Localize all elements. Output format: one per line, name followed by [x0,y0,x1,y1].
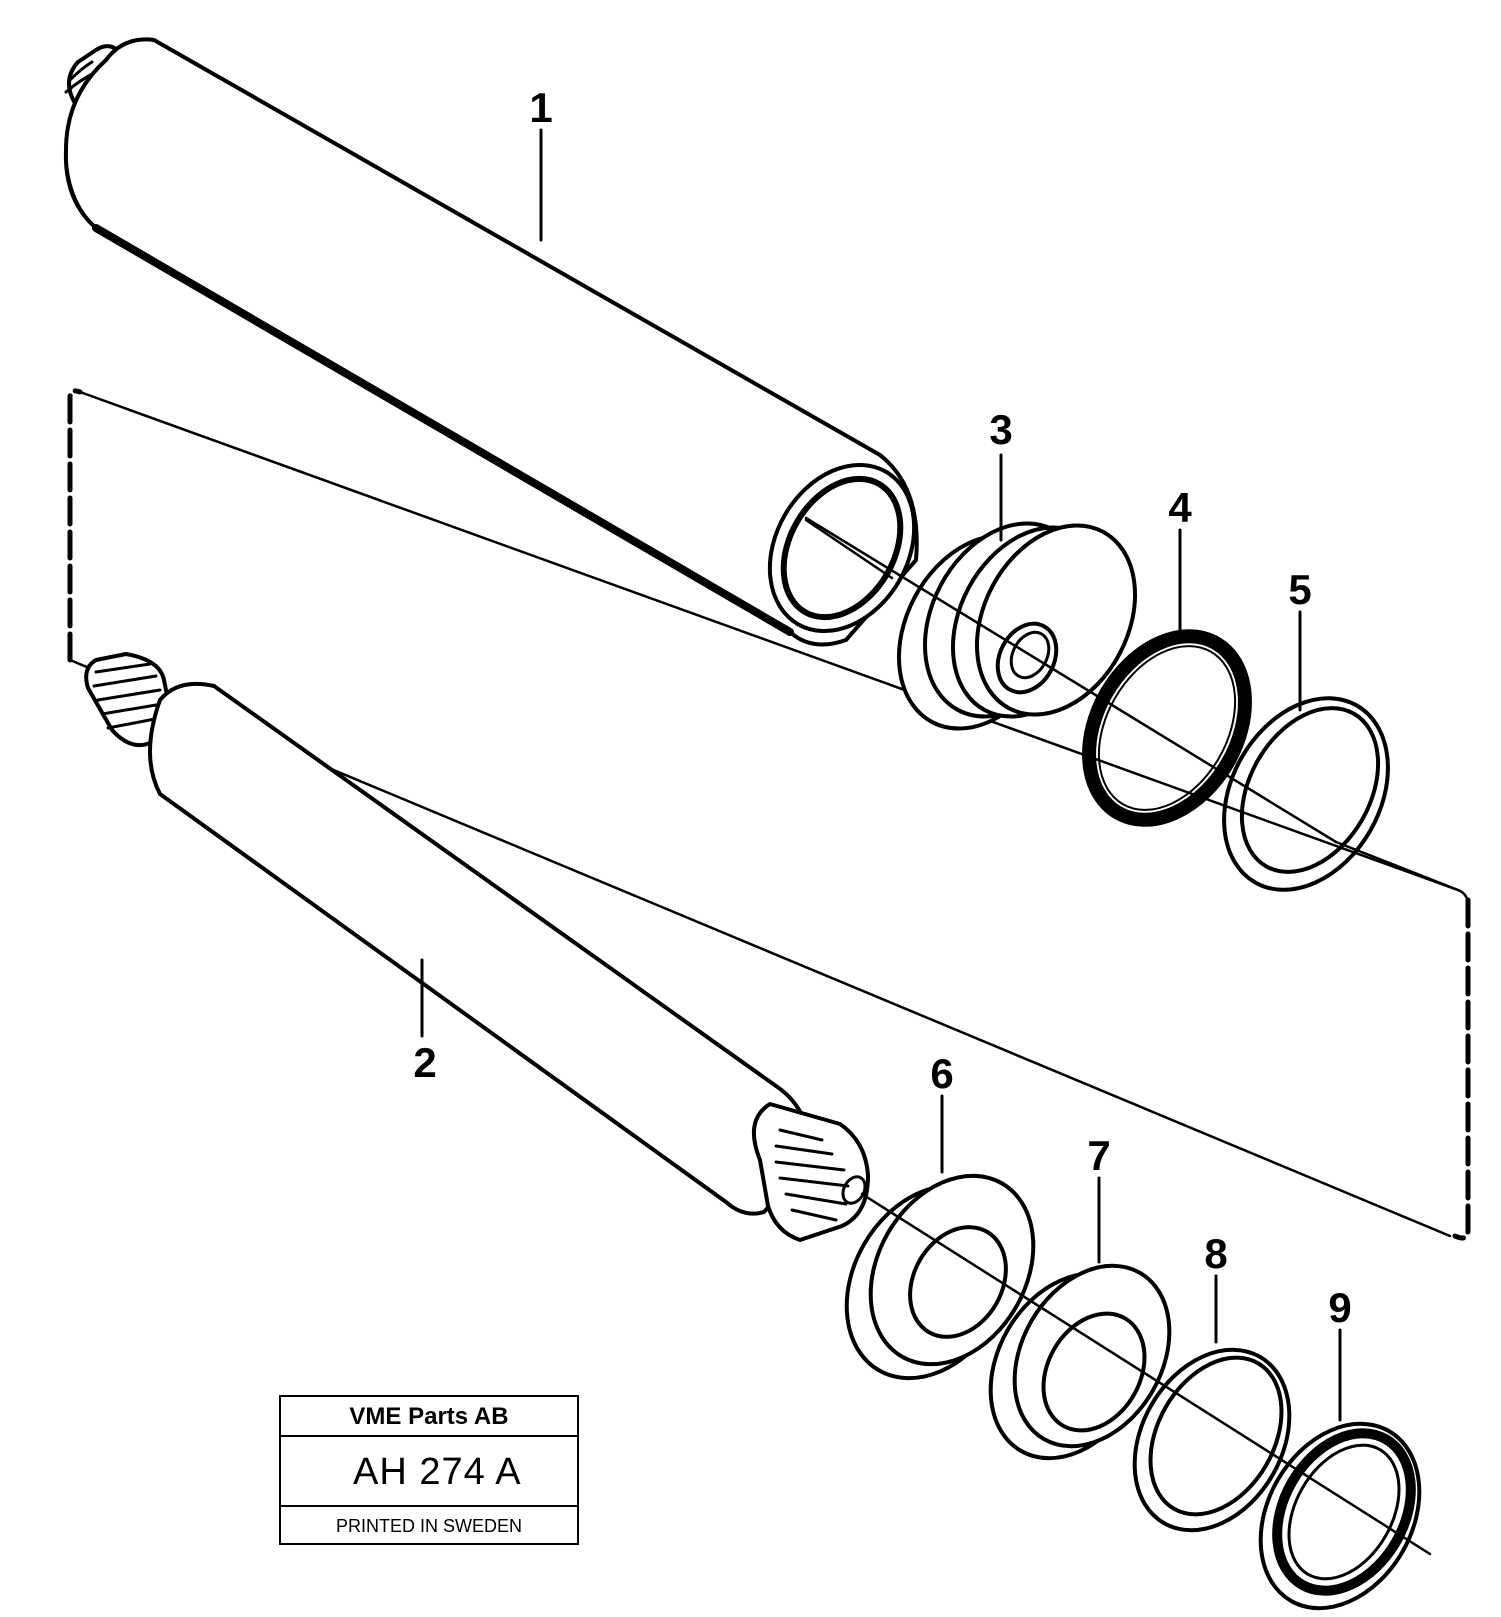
title-block: VME Parts AB AH 274 A PRINTED IN SWEDEN [279,1395,579,1545]
title-block-printed-note: PRINTED IN SWEDEN [335,1516,522,1536]
title-block-drawing-code: AH 274 A [281,1437,577,1507]
callout-7: 7 [1087,1132,1110,1179]
part-9-wiper [1258,1421,1422,1611]
callout-1: 1 [529,84,552,131]
part-3-piston [896,521,1138,731]
part-8-ring [1132,1347,1292,1533]
callout-labels: 1 2 3 4 5 6 7 8 9 [413,84,1351,1331]
part-1-cylinder-tube [63,37,919,647]
callout-6: 6 [930,1050,953,1097]
callout-2: 2 [413,1039,436,1086]
callout-8: 8 [1204,1230,1227,1277]
leader-lines [420,128,1342,1422]
part-5-backup-ring [1222,696,1390,892]
title-block-company: VME Parts AB [281,1397,577,1437]
callout-4: 4 [1168,484,1192,531]
callout-9: 9 [1328,1284,1351,1331]
callout-3: 3 [989,406,1012,453]
part-2-piston-rod [84,652,870,1242]
part-6-guide [844,1173,1036,1381]
callout-5: 5 [1288,566,1311,613]
part-4-o-ring [1082,629,1252,827]
part-7-seal [988,1263,1172,1461]
